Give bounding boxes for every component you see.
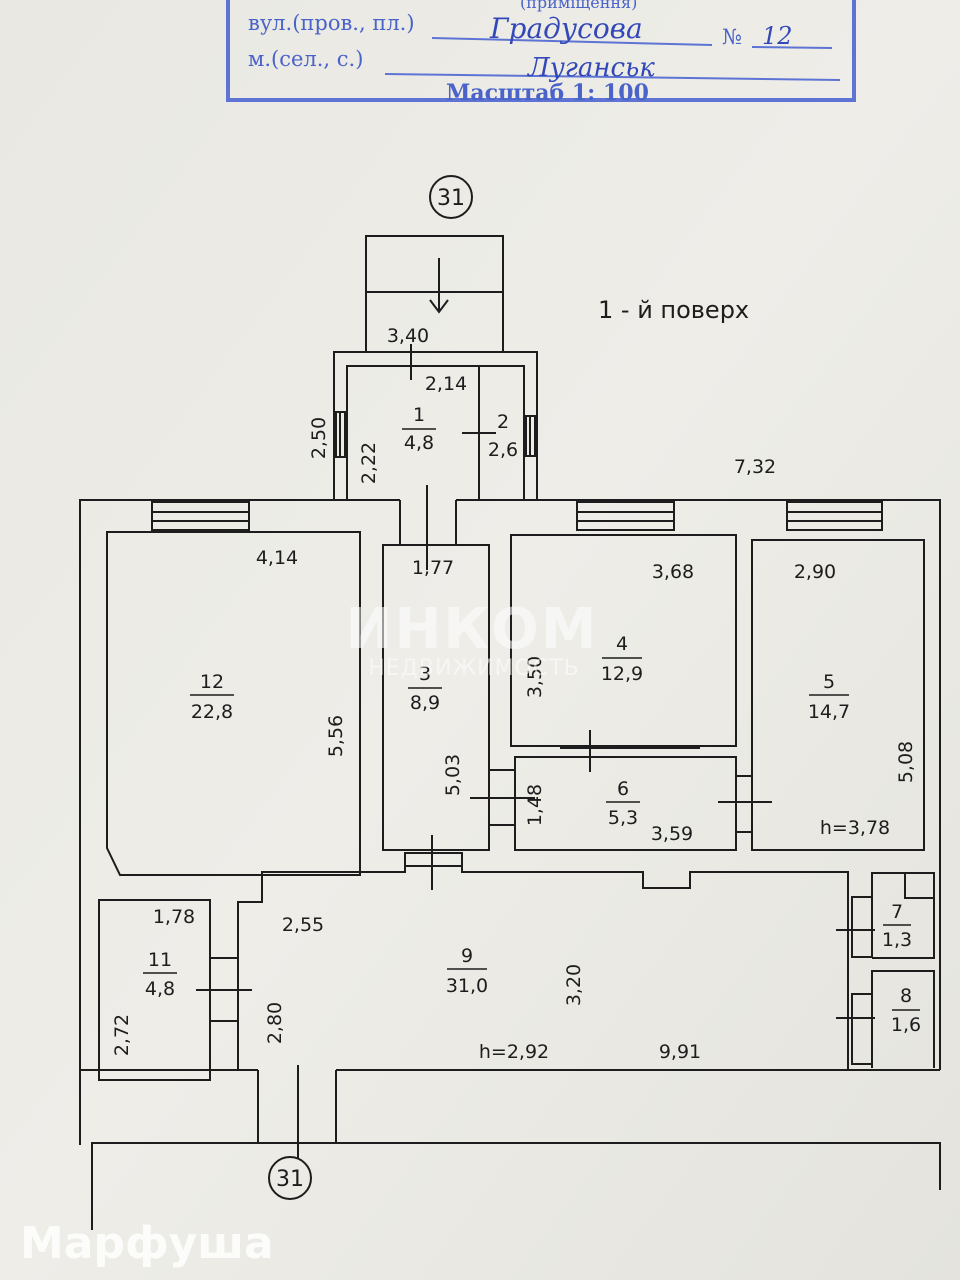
- svg-text:12,9: 12,9: [601, 663, 643, 685]
- walls: [79, 235, 941, 1230]
- dim-room3-width: 1,77: [412, 557, 454, 579]
- svg-text:2,6: 2,6: [488, 439, 518, 461]
- watermark-logo: ИНКОМ: [346, 597, 599, 662]
- dim-room5-height: 5,08: [895, 741, 917, 783]
- dim-room11-height: 2,72: [111, 1014, 133, 1056]
- dim-room9-height-right: 3,20: [563, 964, 585, 1006]
- svg-text:1: 1: [413, 404, 425, 426]
- room-5-label: 5 14,7: [808, 671, 850, 723]
- svg-text:11: 11: [148, 949, 172, 971]
- room-labels: 1 4,8 2 2,6 3 8,9 4 12,9 5 14,7 6 5,3: [143, 404, 921, 1036]
- stamp-street-label: вул.(пров., пл.): [248, 11, 415, 35]
- stamp-border: [226, 0, 856, 102]
- dim-room3-height: 5,03: [442, 754, 464, 796]
- registration-stamp: (приміщення) вул.(пров., пл.) Градусова …: [226, 0, 856, 106]
- dim-room9-width: 9,91: [659, 1041, 701, 1063]
- svg-text:9: 9: [461, 945, 473, 967]
- stamp-city-line: [384, 73, 841, 81]
- svg-text:3: 3: [419, 663, 431, 685]
- dim-overall-width: 7,32: [734, 456, 776, 478]
- room-11-label: 11 4,8: [143, 949, 177, 1000]
- svg-text:8: 8: [900, 985, 912, 1007]
- svg-text:22,8: 22,8: [191, 701, 233, 723]
- dim-room9-ceiling: h=2,92: [479, 1041, 549, 1063]
- room-1-label: 1 4,8: [402, 404, 436, 454]
- dim-room4-width: 3,68: [652, 561, 694, 583]
- svg-text:5,3: 5,3: [608, 807, 638, 829]
- dim-room12-width: 4,14: [256, 547, 298, 569]
- watermark-subtitle: НЕДВИЖИМОСТЬ: [368, 656, 580, 681]
- floor-title: 1 - й поверх: [598, 296, 749, 324]
- stamp-city-label: м.(сел., с.): [248, 47, 363, 71]
- room-2-label: 2 2,6: [488, 411, 518, 461]
- svg-text:4: 4: [616, 633, 628, 655]
- axis-marker-top: 31: [429, 175, 473, 219]
- svg-text:5: 5: [823, 671, 835, 693]
- stamp-street-line: [431, 37, 713, 46]
- svg-text:31: 31: [276, 1167, 304, 1192]
- room-12-label: 12 22,8: [190, 671, 234, 723]
- stamp-street-value: Градусова: [489, 12, 643, 45]
- dim-room5-ceiling: h=3,78: [820, 817, 890, 839]
- dim-room9-height-left: 2,80: [264, 1002, 286, 1044]
- stamp-top-fragment: (приміщення): [520, 0, 637, 12]
- dim-room1-width: 2,14: [425, 373, 467, 395]
- svg-text:2: 2: [497, 411, 509, 433]
- svg-text:12: 12: [200, 671, 224, 693]
- dim-porch-width: 3,40: [387, 325, 429, 347]
- axis-marker-bottom: 31: [268, 1156, 312, 1200]
- room-6-label: 6 5,3: [606, 778, 640, 829]
- stamp-number-label: №: [722, 25, 742, 49]
- stamp-number-line: [751, 46, 833, 49]
- stamp-city-value: Луганськ: [526, 53, 655, 83]
- svg-text:31: 31: [437, 186, 465, 211]
- room-3-label: 3 8,9: [408, 663, 442, 714]
- dim-room4-height: 3,50: [524, 656, 546, 698]
- svg-text:1,6: 1,6: [891, 1014, 921, 1036]
- dim-room5-width: 2,90: [794, 561, 836, 583]
- room-4-label: 4 12,9: [601, 633, 643, 685]
- room-7-label: 7 1,3: [882, 901, 912, 951]
- svg-text:31,0: 31,0: [446, 975, 488, 997]
- dim-porch-height: 2,50: [308, 417, 330, 459]
- dim-room6-height: 1,48: [524, 784, 546, 826]
- svg-text:7: 7: [891, 901, 903, 923]
- svg-text:6: 6: [617, 778, 629, 800]
- dim-room12-height: 5,56: [325, 715, 347, 757]
- dim-room9-width-top: 2,55: [282, 914, 324, 936]
- room-9-label: 9 31,0: [446, 945, 488, 997]
- watermark: ИНКОМ НЕДВИЖИМОСТЬ: [346, 597, 599, 681]
- svg-text:4,8: 4,8: [404, 432, 434, 454]
- dimension-labels: 3,40 2,14 2,50 2,22 7,32 4,14 5,56 1,77 …: [111, 325, 917, 1063]
- svg-text:1,3: 1,3: [882, 929, 912, 951]
- svg-text:4,8: 4,8: [145, 978, 175, 1000]
- stamp-scale: Масштаб 1: 100: [446, 80, 649, 106]
- brand-watermark: Марфуша: [20, 1218, 274, 1269]
- svg-text:14,7: 14,7: [808, 701, 850, 723]
- dim-room11-width: 1,78: [153, 906, 195, 928]
- dim-room1-height: 2,22: [358, 442, 380, 484]
- dim-room6-width: 3,59: [651, 823, 693, 845]
- svg-text:8,9: 8,9: [410, 692, 440, 714]
- room-8-label: 8 1,6: [891, 985, 921, 1036]
- stamp-number-value: 12: [762, 22, 793, 50]
